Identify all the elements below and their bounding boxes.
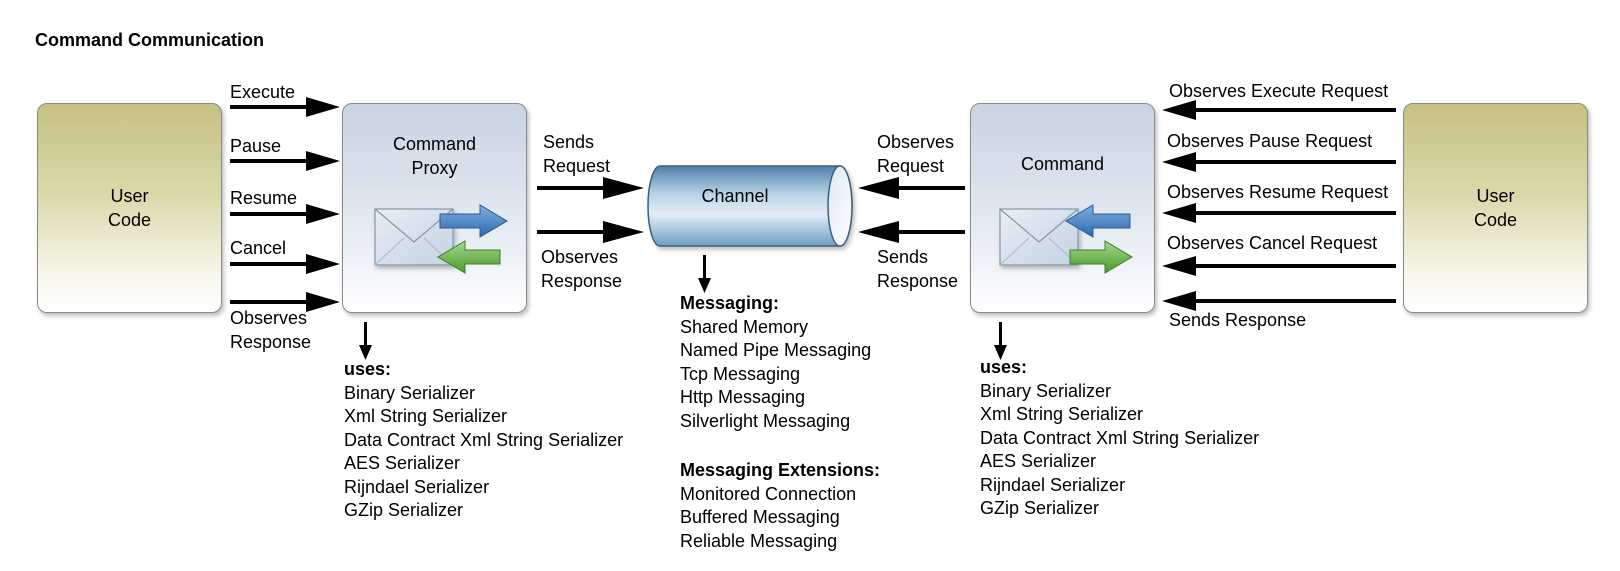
right-user-code-box: User Code — [1403, 103, 1588, 313]
command-channel-arrows — [858, 177, 965, 243]
list-item: Rijndael Serializer — [344, 476, 490, 497]
list-item: Buffered Messaging — [680, 507, 840, 527]
proxy-observes-response-label-1: Observes — [541, 247, 619, 267]
list-item: Http Messaging — [680, 387, 806, 407]
left-user-code-line1: User — [110, 186, 149, 206]
list-item: Data Contract Xml String Serializer — [344, 429, 624, 450]
list-item: Monitored Connection — [680, 483, 857, 504]
observes-pause-label: Observes Pause Request — [1167, 131, 1373, 151]
command-proxy-line1: Command — [392, 134, 477, 154]
channel-label: Channel — [701, 186, 769, 206]
left-user-code-box: User Code — [37, 103, 222, 313]
list-item: Reliable Messaging — [680, 530, 838, 551]
diagram-title: Command Communication — [35, 30, 265, 50]
observes-resume-label: Observes Resume Request — [1167, 182, 1389, 202]
list-item: GZip Serializer — [980, 498, 1100, 518]
messaging-list: Messaging: Shared Memory Named Pipe Mess… — [680, 292, 871, 433]
command-proxy-box: Command Proxy — [342, 103, 527, 313]
list-item: Named Pipe Messaging — [680, 340, 872, 360]
right-user-code-line1: User — [1476, 186, 1515, 206]
command-box: Command — [970, 103, 1155, 313]
command-uses-heading: uses: — [980, 357, 1028, 377]
left-user-code-line2: Code — [107, 210, 152, 230]
messaging-extensions-heading: Messaging Extensions: — [680, 460, 881, 480]
proxy-uses-heading: uses: — [344, 359, 392, 379]
channel-cylinder — [647, 165, 853, 247]
pause-label: Pause — [230, 136, 282, 156]
list-item: Xml String Serializer — [980, 404, 1144, 424]
list-item: AES Serializer — [980, 451, 1097, 471]
left-arrows — [230, 97, 340, 312]
list-item: Data Contract Xml String Serializer — [980, 427, 1260, 448]
list-item: GZip Serializer — [344, 500, 464, 520]
list-item: Rijndael Serializer — [980, 474, 1126, 495]
observes-cancel-label: Observes Cancel Request — [1167, 233, 1378, 253]
resume-label: Resume — [230, 188, 298, 208]
sends-response-label-2: Response — [877, 271, 959, 291]
sends-request-label-2: Request — [543, 156, 611, 176]
list-item: Binary Serializer — [980, 380, 1112, 401]
cancel-label: Cancel — [230, 238, 287, 258]
command-uses-list: uses: Binary Serializer Xml String Seria… — [980, 356, 1259, 521]
messaging-extensions-list: Messaging Extensions: Monitored Connecti… — [680, 459, 880, 553]
proxy-uses-list: uses: Binary Serializer Xml String Seria… — [344, 358, 623, 523]
down-arrows — [359, 255, 1007, 360]
list-item: Xml String Serializer — [344, 406, 508, 426]
right-user-code-line2: Code — [1473, 210, 1518, 230]
observes-response-label-2: Response — [230, 332, 312, 352]
observes-request-label-1: Observes — [877, 132, 955, 152]
list-item: Silverlight Messaging — [680, 410, 851, 431]
command-proxy-line2: Proxy — [411, 158, 458, 178]
execute-label: Execute — [230, 82, 296, 102]
proxy-envelope-icon — [374, 204, 508, 274]
command-envelope-icon — [999, 204, 1133, 274]
sends-response-label-1: Sends — [877, 247, 929, 267]
list-item: AES Serializer — [344, 453, 461, 473]
command-label: Command — [1020, 154, 1105, 174]
proxy-observes-response-label-2: Response — [541, 271, 623, 291]
proxy-channel-arrows — [537, 177, 644, 243]
list-item: Binary Serializer — [344, 382, 476, 403]
observes-response-label-1: Observes — [230, 308, 308, 328]
list-item: Shared Memory — [680, 316, 809, 337]
right-sends-response-label: Sends Response — [1169, 310, 1307, 330]
observes-request-label-2: Request — [877, 156, 945, 176]
list-item: Tcp Messaging — [680, 363, 801, 384]
observes-execute-label: Observes Execute Request — [1169, 81, 1389, 101]
messaging-heading: Messaging: — [680, 293, 780, 313]
sends-request-label-1: Sends — [543, 132, 595, 152]
right-arrows — [1162, 100, 1396, 311]
